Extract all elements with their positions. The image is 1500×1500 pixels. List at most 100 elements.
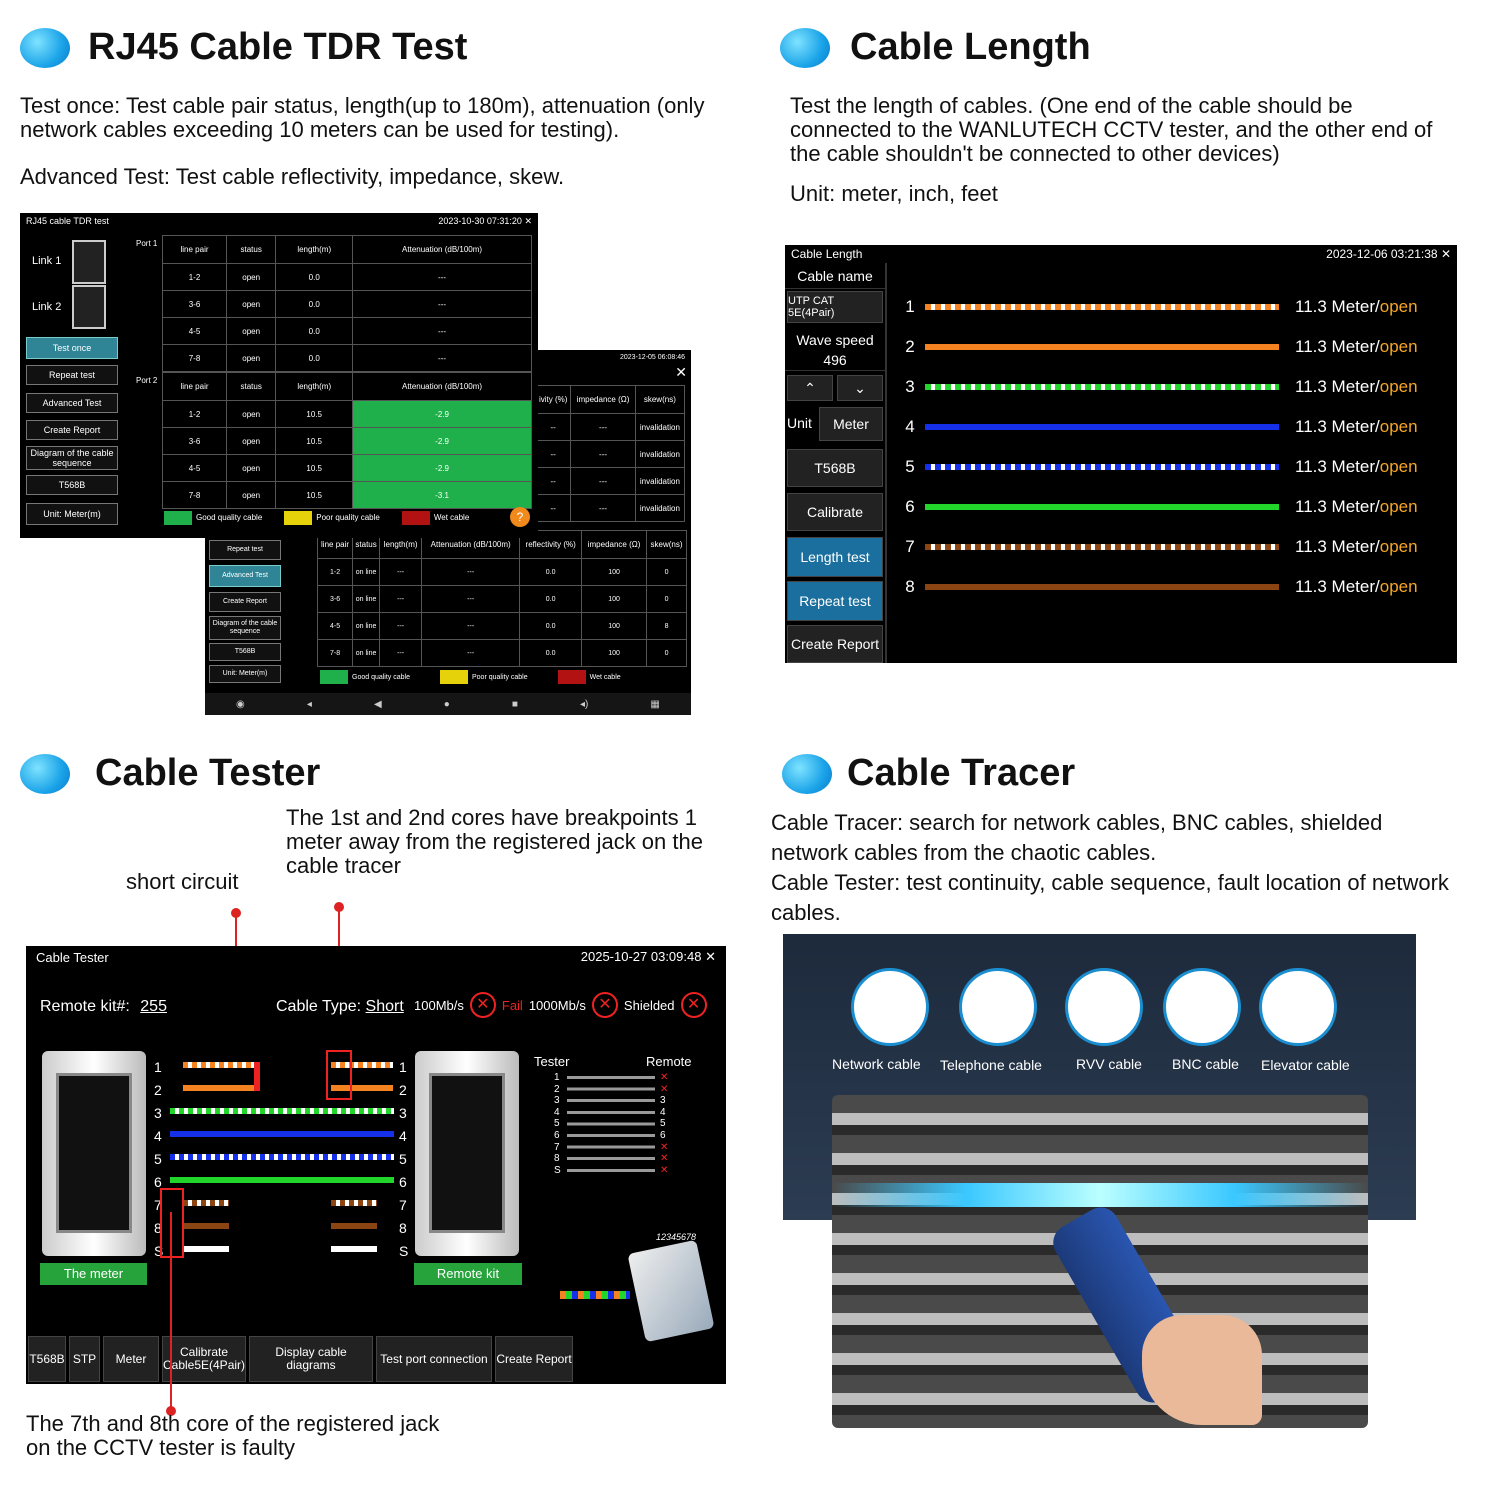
annotation-line (170, 1212, 172, 1412)
repeat-test-button[interactable]: Repeat test (787, 581, 883, 621)
t568b-button[interactable]: T568B (209, 643, 281, 661)
create-report-button[interactable]: Create Report (495, 1336, 573, 1382)
network-cable-label: Network cable (832, 1056, 921, 1072)
apps-icon[interactable]: ▦ (650, 698, 660, 710)
bullet-icon (782, 754, 832, 794)
advanced-test-button[interactable]: Advanced Test (26, 393, 118, 413)
diagram-button[interactable]: Diagram of the cable sequence (26, 446, 118, 470)
tracer-tester-desc: Cable Tester: test continuity, cable seq… (771, 870, 1449, 925)
cable-type-label: Cable Type: (276, 998, 362, 1015)
length-test-button[interactable]: Length test (787, 537, 883, 577)
recent-icon[interactable]: ■ (511, 698, 518, 710)
test-port-button[interactable]: Test port connection (376, 1336, 492, 1382)
legend: Good quality cable Poor quality cable We… (320, 670, 621, 684)
advanced-test-button[interactable]: Advanced Test (209, 565, 281, 587)
faulty-marker (160, 1188, 184, 1258)
remote-value: 255 (140, 998, 167, 1015)
length-unit-desc: Unit: meter, inch, feet (790, 181, 998, 206)
close-icon[interactable]: ✕ (705, 949, 716, 964)
patch-panel-photo (832, 1095, 1368, 1428)
annotation-faulty: The 7th and 8th core of the registered j… (26, 1411, 440, 1460)
tester-column: Tester (534, 1054, 570, 1069)
help-icon[interactable]: ? (510, 507, 530, 527)
close-icon[interactable]: ✕ (1440, 247, 1451, 261)
rvv-cable-icon (1065, 968, 1143, 1046)
volume-down-icon[interactable]: ◂ (306, 698, 312, 710)
tdr-desc: Test once: Test cable pair status, lengt… (20, 93, 705, 142)
port1-label: Port 1 (136, 239, 158, 248)
create-report-button[interactable]: Create Report (787, 625, 883, 663)
fail-icon: ✕ (680, 992, 707, 1018)
table-row: -----invalidation (534, 467, 686, 495)
home-icon[interactable]: ● (443, 698, 450, 710)
annotation-short: short circuit (126, 869, 239, 894)
close-icon[interactable]: ✕ (524, 215, 532, 226)
increment-button[interactable]: ⌃ (787, 375, 833, 401)
remote-kit-button[interactable]: Remote kit (414, 1263, 522, 1285)
tdr-advanced-desc: Advanced Test: Test cable reflectivity, … (20, 164, 565, 189)
meter-unit-button[interactable]: Meter (103, 1336, 159, 1382)
bullet-icon (20, 28, 70, 68)
meter-button[interactable]: The meter (40, 1263, 147, 1285)
cable-name-label: Cable name (785, 263, 885, 289)
meter-jack-icon (42, 1051, 146, 1256)
close-icon[interactable]: ✕ (675, 364, 687, 380)
nav-bar: ◉ ◂ ◀ ● ■ ◂) ▦ (205, 693, 691, 715)
fail-icon: ✕ (469, 992, 496, 1018)
fail-icon: ✕ (591, 992, 618, 1018)
remote-label: Remote kit#: (40, 998, 130, 1015)
bullet-icon (20, 754, 70, 794)
screen-title: Cable Length (791, 247, 863, 261)
create-report-button[interactable]: Create Report (26, 420, 118, 440)
unit-button[interactable]: Unit: Meter(m) (26, 503, 118, 525)
volume-up-icon[interactable]: ◂) (579, 698, 589, 710)
t568b-button[interactable]: T568B (28, 1336, 66, 1382)
elevator-cable-icon (1259, 968, 1337, 1046)
cable-name-select[interactable]: UTP CAT 5E(4Pair) (787, 291, 883, 323)
create-report-button[interactable]: Create Report (209, 592, 281, 612)
test-once-button[interactable]: Test once (26, 337, 118, 359)
diagram-button[interactable]: Diagram of the cable sequence (209, 616, 281, 640)
calibrate-button[interactable]: Calibrate Cable5E(4Pair) (162, 1336, 246, 1382)
remote-column: Remote (646, 1054, 692, 1069)
repeat-test-button[interactable]: Repeat test (26, 365, 118, 385)
bullet-icon (780, 28, 830, 68)
repeat-test-button[interactable]: Repeat test (209, 540, 281, 560)
section-title-length: Cable Length (850, 26, 1091, 68)
tracer-desc: Cable Tracer: search for network cables,… (771, 810, 1383, 865)
wave-speed-value: 496 (785, 349, 885, 371)
annotation-breakpoint: The 1st and 2nd cores have breakpoints 1… (286, 805, 703, 878)
table-row: -----invalidation (534, 413, 686, 441)
section-title-tester: Cable Tester (95, 752, 321, 794)
bnc-cable-icon (1163, 968, 1241, 1046)
status-time: 2025-10-27 03:09:48 (580, 949, 702, 964)
t568b-button[interactable]: T568B (787, 449, 883, 487)
calibrate-button[interactable]: Calibrate (787, 493, 883, 531)
table-row: -----invalidation (534, 440, 686, 468)
table-row: -----invalidation (534, 494, 686, 522)
camera-icon[interactable]: ◉ (236, 698, 245, 710)
port-jack-icon (72, 240, 106, 284)
t568b-button[interactable]: T568B (26, 475, 118, 495)
display-diagrams-button[interactable]: Display cable diagrams (249, 1336, 373, 1382)
decrement-button[interactable]: ⌄ (837, 375, 883, 401)
stp-button[interactable]: STP (69, 1336, 100, 1382)
rvv-cable-label: RVV cable (1076, 1056, 1142, 1072)
mini-wire-diagram (567, 1076, 655, 1176)
bnc-cable-label: BNC cable (1172, 1056, 1239, 1072)
unit-button[interactable]: Unit: Meter(m) (209, 665, 281, 683)
network-cable-icon (851, 968, 929, 1046)
back-icon[interactable]: ◀ (373, 698, 382, 710)
unit-select[interactable]: Meter (819, 407, 883, 441)
